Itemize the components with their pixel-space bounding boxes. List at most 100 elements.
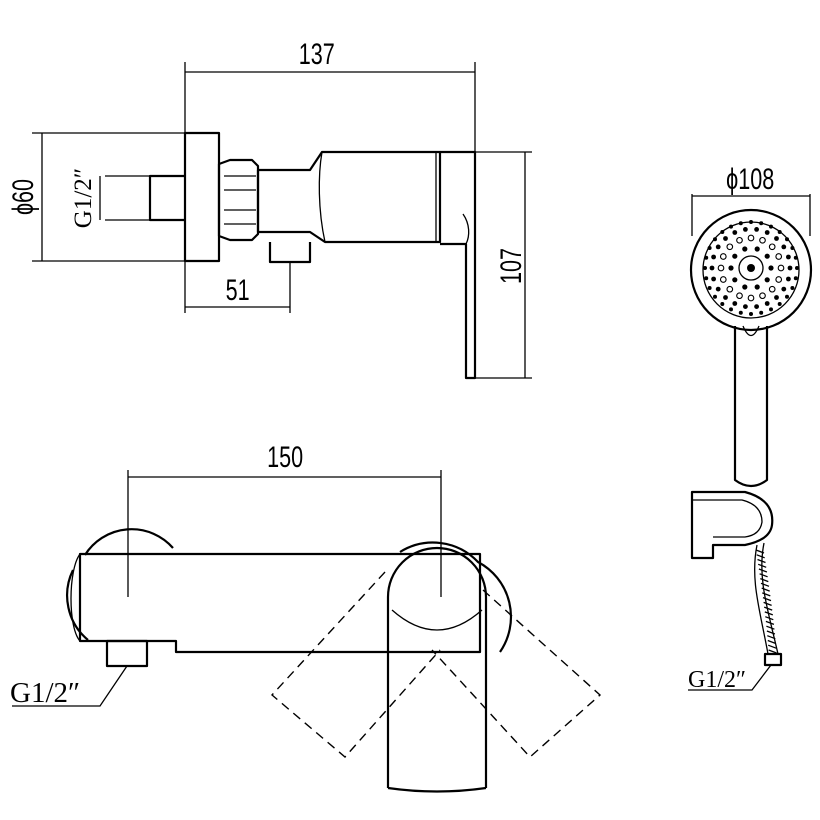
spray-hole — [732, 253, 738, 259]
spray-hole — [719, 276, 727, 283]
spray-hole — [713, 294, 717, 299]
dim-107-label: 107 — [493, 248, 527, 284]
thread-front-leader — [12, 665, 128, 707]
front-lever — [386, 546, 488, 788]
spray-hole — [781, 244, 787, 250]
front-lever-curve — [391, 609, 483, 631]
spray-hole — [790, 246, 795, 250]
spray-hole — [775, 276, 783, 283]
spray-hole — [736, 292, 743, 300]
hose-coil — [755, 549, 765, 554]
dim-107-lines — [475, 151, 532, 379]
spray-hole — [720, 302, 725, 306]
hose-coil — [760, 577, 769, 583]
dim-150-label: 150 — [267, 439, 303, 473]
hose-coil — [759, 573, 768, 578]
spray-hole — [738, 310, 743, 315]
dim-60-label: ϕ60 — [5, 179, 39, 215]
hex-nut — [217, 158, 260, 242]
spray-hole — [759, 292, 766, 300]
spray-hole — [764, 230, 770, 235]
center-hole — [747, 264, 755, 272]
front-body — [78, 552, 482, 654]
spray-hole — [793, 276, 798, 281]
lever-rotated-right — [431, 589, 602, 758]
spray-hole — [732, 230, 738, 235]
spray-hole — [728, 265, 734, 271]
spray-hole — [707, 246, 712, 250]
hose-right — [761, 542, 779, 655]
spray-hole — [715, 286, 721, 292]
spray-hole — [777, 264, 785, 272]
spray-hole — [790, 286, 795, 290]
shower-head — [689, 208, 813, 332]
shower-handle — [733, 326, 769, 488]
spray-hole — [742, 246, 748, 252]
spray-hole — [704, 255, 709, 260]
spray-hole — [769, 224, 773, 229]
inlet-pipe — [148, 174, 185, 222]
hose-coil — [762, 592, 771, 597]
side-view: 137 ϕ60 G1/2″ 51 107 — [5, 36, 532, 380]
spray-hole — [711, 276, 716, 282]
hose-coil — [761, 587, 770, 592]
wall-flange — [183, 131, 221, 263]
front-outlet-nut — [105, 639, 149, 668]
spray-hole — [729, 307, 733, 312]
spray-hole — [768, 243, 776, 251]
hose-coil — [767, 639, 777, 645]
spray-hole — [754, 227, 759, 232]
bottom-outlet — [268, 242, 312, 264]
spray-hole — [709, 265, 715, 271]
spray-hole — [785, 294, 789, 299]
inlet-extension — [105, 175, 150, 221]
hose-coil — [760, 582, 770, 587]
spray-hole — [775, 253, 783, 260]
front-lever-bottom — [387, 786, 487, 793]
spray-hole — [785, 237, 789, 242]
mixer-body — [256, 150, 442, 244]
hose-nut — [763, 652, 783, 667]
spray-hole — [732, 301, 738, 306]
spray-hole — [736, 236, 743, 244]
thread-hose-label: G1/2″ — [688, 667, 746, 693]
dim-60-lines — [32, 132, 185, 262]
hose-coil — [765, 620, 775, 626]
spray-hole — [742, 284, 748, 290]
spray-hole — [764, 301, 770, 306]
spray-hole — [754, 304, 759, 309]
hose-coil — [767, 644, 777, 649]
hose-coil — [764, 611, 774, 616]
bracket-inner — [692, 499, 763, 538]
spray-hole — [759, 310, 764, 315]
spray-hole — [774, 236, 779, 241]
spray-hole — [749, 220, 753, 224]
spray-hole — [759, 221, 764, 226]
left-flange-arc-lower — [66, 569, 89, 641]
hose-coil — [765, 616, 774, 621]
spray-hole — [713, 237, 717, 242]
hose-coil — [766, 625, 775, 630]
hose-coil — [768, 649, 777, 654]
spray-hole — [786, 254, 791, 260]
spray-hole — [726, 285, 734, 293]
hose-coil — [767, 635, 776, 640]
lever-handle — [440, 150, 477, 380]
hose-coils — [755, 549, 777, 654]
dim-137-lines — [184, 62, 476, 152]
shower-head-center — [738, 255, 764, 281]
spray-hole — [787, 265, 793, 271]
spray-hole — [711, 254, 716, 260]
hose-left — [754, 544, 769, 655]
spray-hole — [738, 221, 743, 226]
spray-hole — [717, 264, 725, 272]
spray-hole — [793, 255, 798, 260]
dim-108-lines — [691, 194, 811, 236]
spray-hole — [743, 304, 748, 309]
spray-hole — [795, 266, 799, 270]
hose-coil — [757, 563, 767, 568]
spray-hole — [769, 307, 773, 312]
wall-bracket — [690, 490, 774, 560]
spray-hole — [777, 230, 782, 234]
spray-hole — [754, 246, 760, 252]
